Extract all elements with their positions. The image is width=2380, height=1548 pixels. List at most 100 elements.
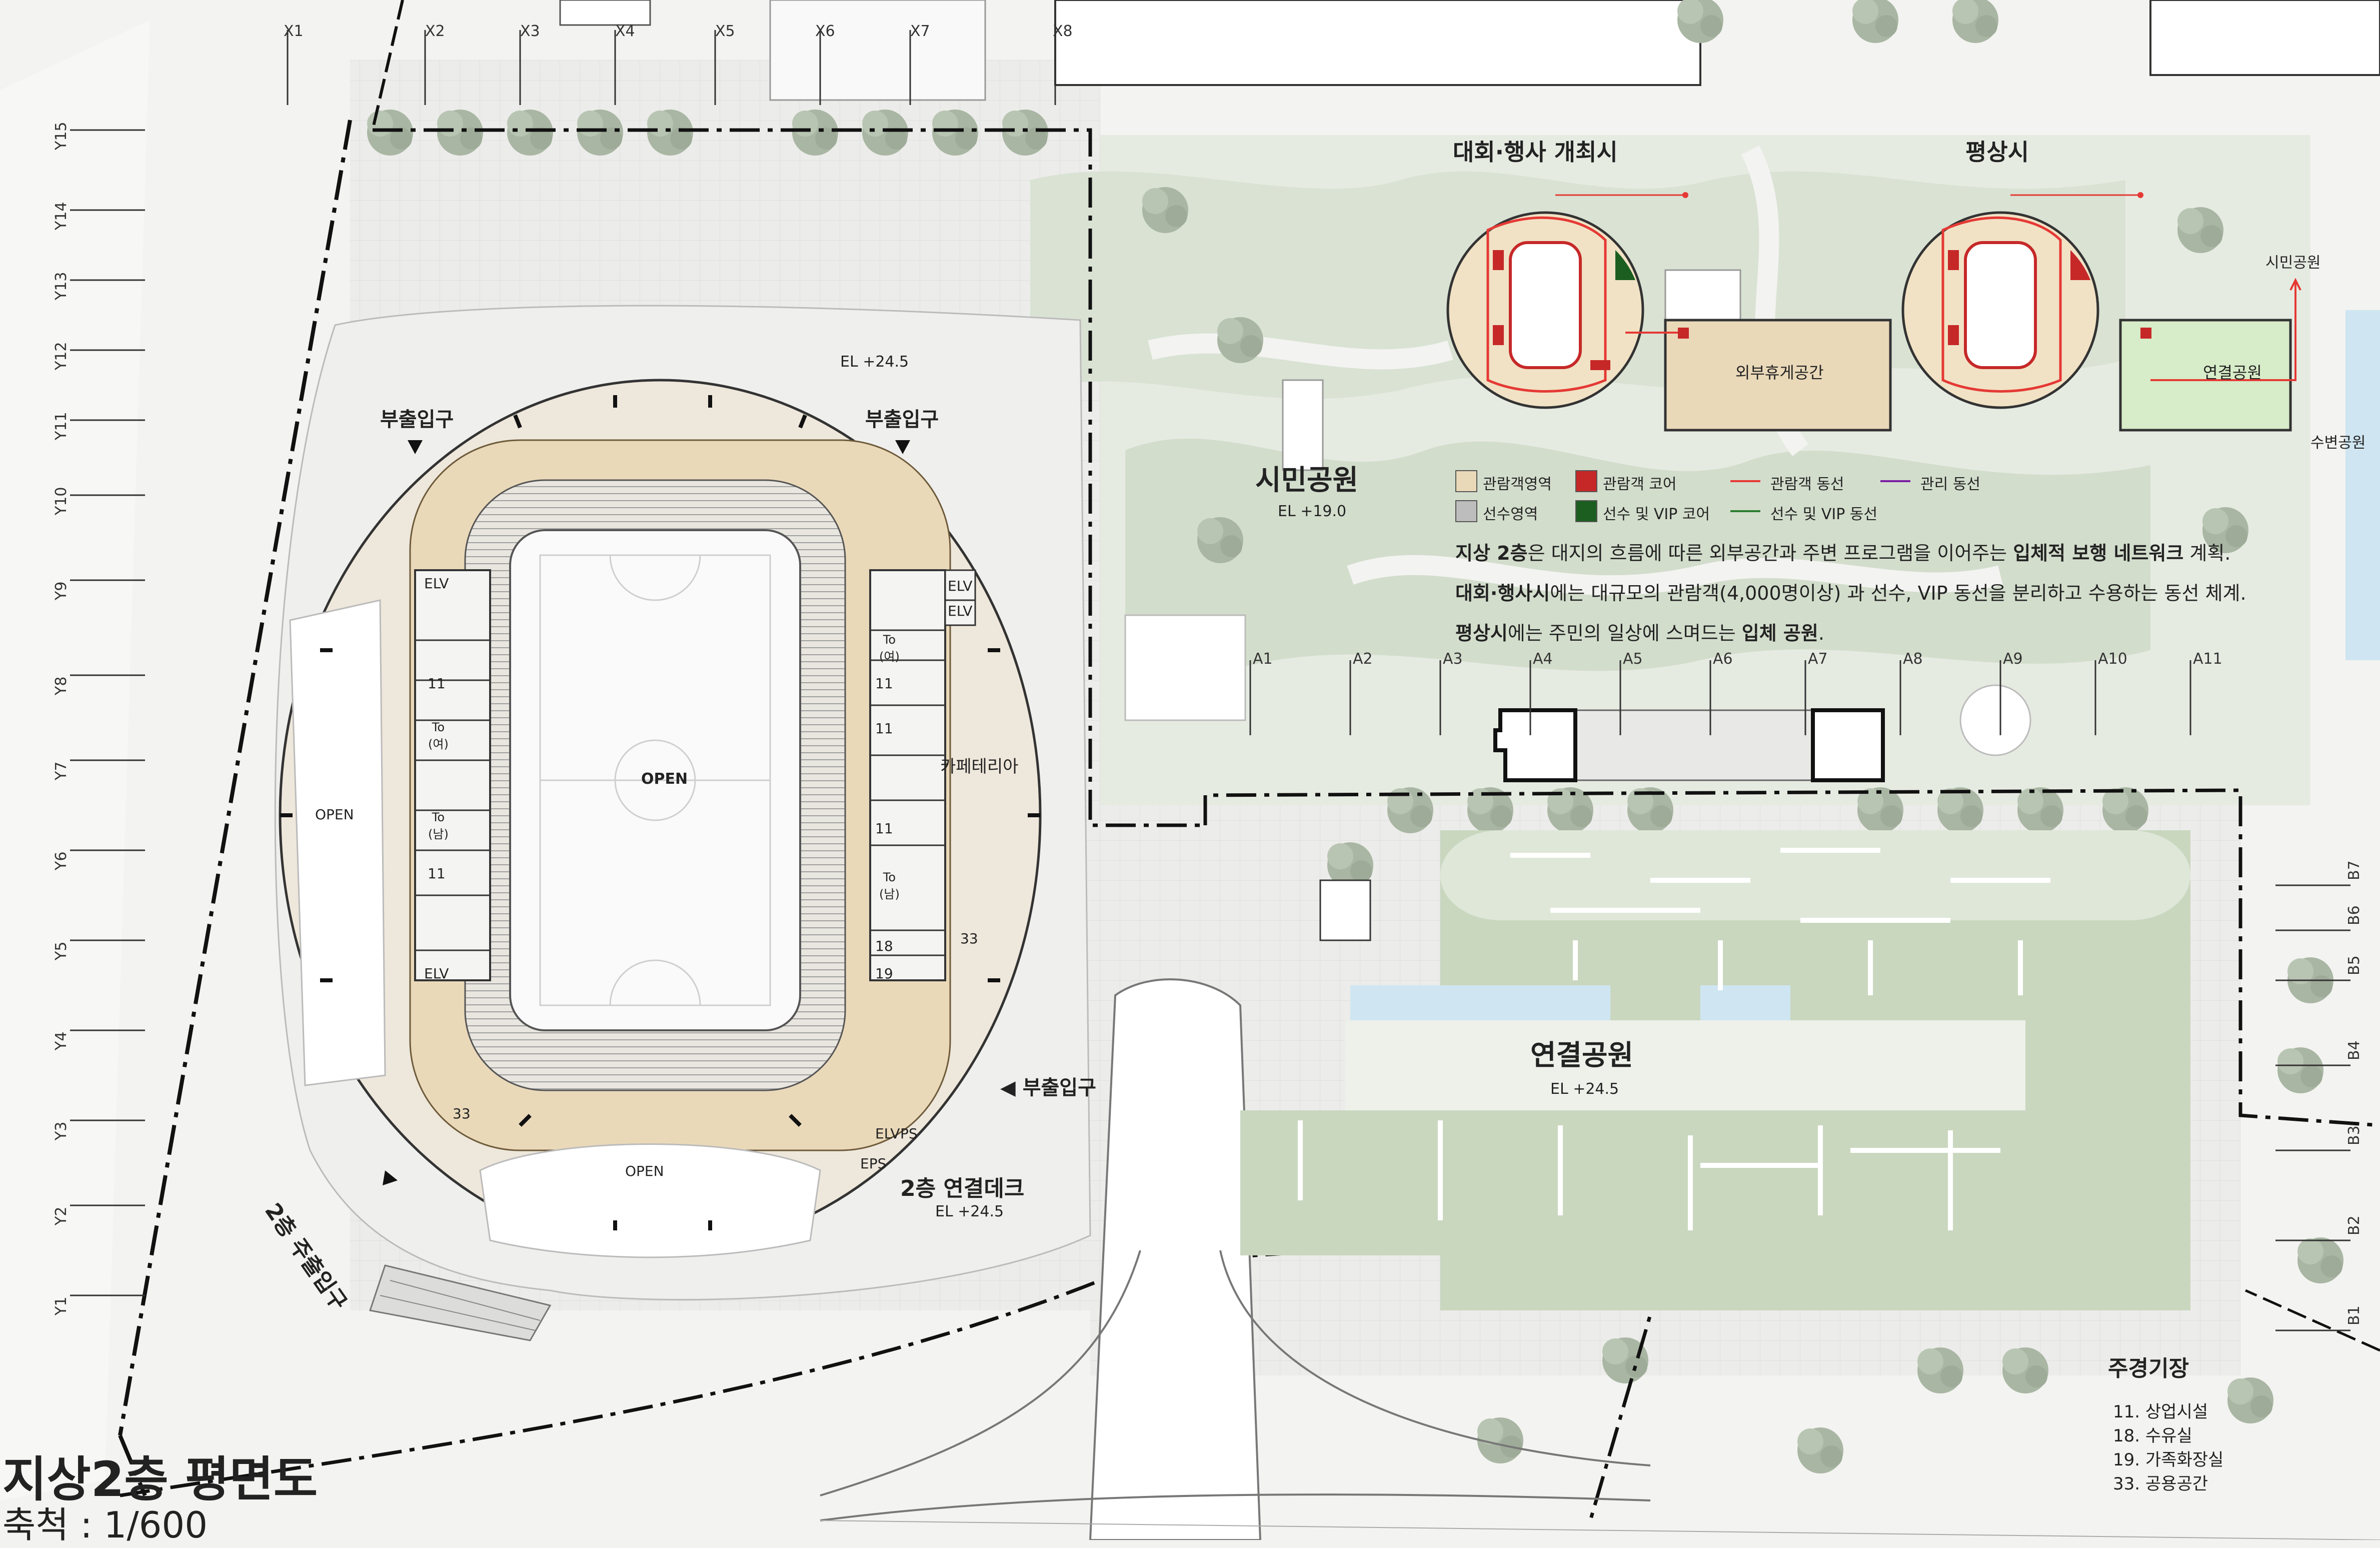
elevator-label: ELV — [424, 575, 449, 592]
daily-diagram-title: 평상시 — [1965, 139, 2029, 166]
side-entrance-east: ◀ 부출입구 — [1000, 1076, 1096, 1099]
diagram-event — [1446, 192, 1892, 432]
grid-label-x: X5 — [715, 23, 735, 40]
diagram-daily — [1901, 192, 2301, 432]
citizen-park-tag: 시민공원 — [2265, 254, 2321, 272]
legend-swatch — [1575, 500, 1597, 522]
description-line-3: 평상시에는 주민의 일상에 스며드는 입체 공원. — [1455, 618, 1824, 645]
elevator-label: ELV — [424, 965, 449, 982]
room-11: 11 — [875, 675, 893, 692]
desc-text: . — [1818, 622, 1824, 644]
key-room-item: 18. 수유실 — [2113, 1426, 2192, 1446]
legend-line — [1730, 510, 1760, 512]
grid-label-b: B2 — [2345, 1215, 2363, 1235]
grid-label-y: Y10 — [53, 487, 70, 516]
room-11: 11 — [428, 675, 446, 692]
grid-label-y: Y3 — [53, 1121, 70, 1140]
deck-elevation: EL +24.5 — [935, 1203, 1004, 1220]
grid-label-x: X6 — [815, 23, 835, 40]
grid-label-y: Y15 — [53, 122, 70, 151]
key-rooms-title: 주경기장 — [2108, 1356, 2189, 1381]
grid-label-b: B5 — [2345, 955, 2363, 975]
void-west-label: OPEN — [315, 806, 354, 823]
grid-label-y: Y2 — [53, 1206, 70, 1225]
legend-swatch — [1455, 470, 1477, 492]
event-diagram-title: 대회·행사 개최시 — [1453, 139, 1618, 166]
connection-park-label: 연결공원 — [1530, 1039, 1634, 1072]
arena-elevation: EL +24.5 — [840, 353, 909, 371]
description-line-1: 지상 2층은 대지의 흐름에 따른 외부공간과 주변 프로그램을 이어주는 입체… — [1455, 538, 2230, 565]
toilet-female: To (여) — [879, 633, 900, 664]
legend-label: 관람객 코어 — [1603, 476, 1677, 493]
legend-swatch — [1575, 470, 1597, 492]
grid-label-y: Y14 — [53, 202, 70, 231]
eps-room: EPS — [860, 1155, 887, 1172]
key-room-item: 33. 공용공간 — [2113, 1474, 2208, 1494]
room-11: 11 — [428, 865, 446, 882]
room-33: 33 — [960, 930, 978, 947]
toilet-male: To (남) — [428, 810, 449, 841]
grid-label-b: B6 — [2345, 905, 2363, 925]
grid-label-y: Y5 — [53, 941, 70, 960]
desc-emph: 평상시 — [1455, 622, 1508, 644]
connection-park-area — [1240, 830, 2190, 1310]
toilet-male: To (남) — [879, 870, 900, 901]
legend-swatch — [1455, 500, 1477, 522]
waterfront — [2345, 310, 2380, 660]
elevator-label: ELV — [875, 1125, 900, 1142]
grid-label-b: B4 — [2345, 1040, 2363, 1060]
grid-label-y: Y11 — [53, 412, 70, 441]
desc-text: 계획. — [2183, 542, 2231, 564]
legend-label: 관람객 동선 — [1770, 476, 1844, 493]
description-line-2: 대회·행사시에는 대규모의 관람객(4,000명이상) 과 선수, VIP 동선… — [1455, 578, 2246, 605]
grid-label-x: X1 — [284, 23, 304, 40]
desc-text: 에는 주민의 일상에 스며드는 — [1507, 622, 1742, 644]
grid-label-a: A10 — [2098, 650, 2127, 668]
grid-label-y: Y6 — [53, 851, 70, 870]
scale-label: 축척 : 1/600 — [3, 1504, 208, 1546]
grid-label-b: B3 — [2345, 1125, 2363, 1145]
grid-label-y: Y4 — [53, 1031, 70, 1050]
void-south-label: OPEN — [625, 1163, 664, 1179]
desc-text: 은 대지의 흐름에 따른 외부공간과 주변 프로그램을 이어주는 — [1527, 542, 2013, 564]
court-label: OPEN — [641, 770, 688, 788]
citizen-park-label: 시민공원 — [1255, 464, 1359, 497]
grid-label-x: X2 — [425, 23, 445, 40]
room-11: 11 — [875, 820, 893, 837]
waterfront-park-tag: 수변공원 — [2310, 434, 2366, 452]
cafeteria-label: 카페테리아 — [940, 757, 1019, 777]
event-diagram-box: 외부휴게공간 — [1735, 363, 1824, 382]
grid-label-y: Y1 — [53, 1296, 70, 1315]
deck-label: 2층 연결데크 — [900, 1176, 1025, 1201]
legend-label: 선수 및 VIP 동선 — [1770, 506, 1878, 523]
legend-label: 선수 및 VIP 코어 — [1603, 506, 1710, 523]
pipe-shaft: PS — [900, 1125, 918, 1142]
connection-park-elevation: EL +24.5 — [1550, 1080, 1619, 1098]
toilet-female: To (여) — [428, 720, 449, 751]
elevator-label: ELV — [948, 578, 973, 594]
grid-label-y: Y9 — [53, 581, 70, 600]
legend-line — [1730, 480, 1760, 482]
desc-emph: 대회·행사시 — [1455, 582, 1550, 604]
desc-emph: 입체 공원 — [1741, 622, 1818, 644]
page-title: 지상2층 평면도 — [3, 1451, 318, 1507]
grid-label-a: A8 — [1903, 650, 1923, 668]
grid-label-a: A7 — [1808, 650, 1828, 668]
grid-label-x: X3 — [520, 23, 540, 40]
grid-label-y: Y7 — [53, 761, 70, 780]
grid-label-a: A5 — [1623, 650, 1643, 668]
side-entrance-west: 부출입구 — [380, 408, 454, 431]
room-18: 18 — [875, 938, 893, 954]
grid-label-x: X4 — [615, 23, 635, 40]
legend-label: 선수영역 — [1483, 506, 1538, 523]
side-entrance-north: 부출입구 — [865, 408, 939, 431]
desc-emph: 지상 2층 — [1455, 542, 1528, 564]
west-rooms — [414, 569, 491, 981]
grid-label-b: B1 — [2345, 1305, 2363, 1325]
key-room-item: 19. 가족화장실 — [2113, 1450, 2224, 1470]
grid-label-b: B7 — [2345, 860, 2363, 880]
legend-line — [1880, 480, 1910, 482]
desc-text: 에는 대규모의 관람객(4,000명이상) 과 선수, VIP 동선을 분리하고… — [1550, 582, 2246, 604]
